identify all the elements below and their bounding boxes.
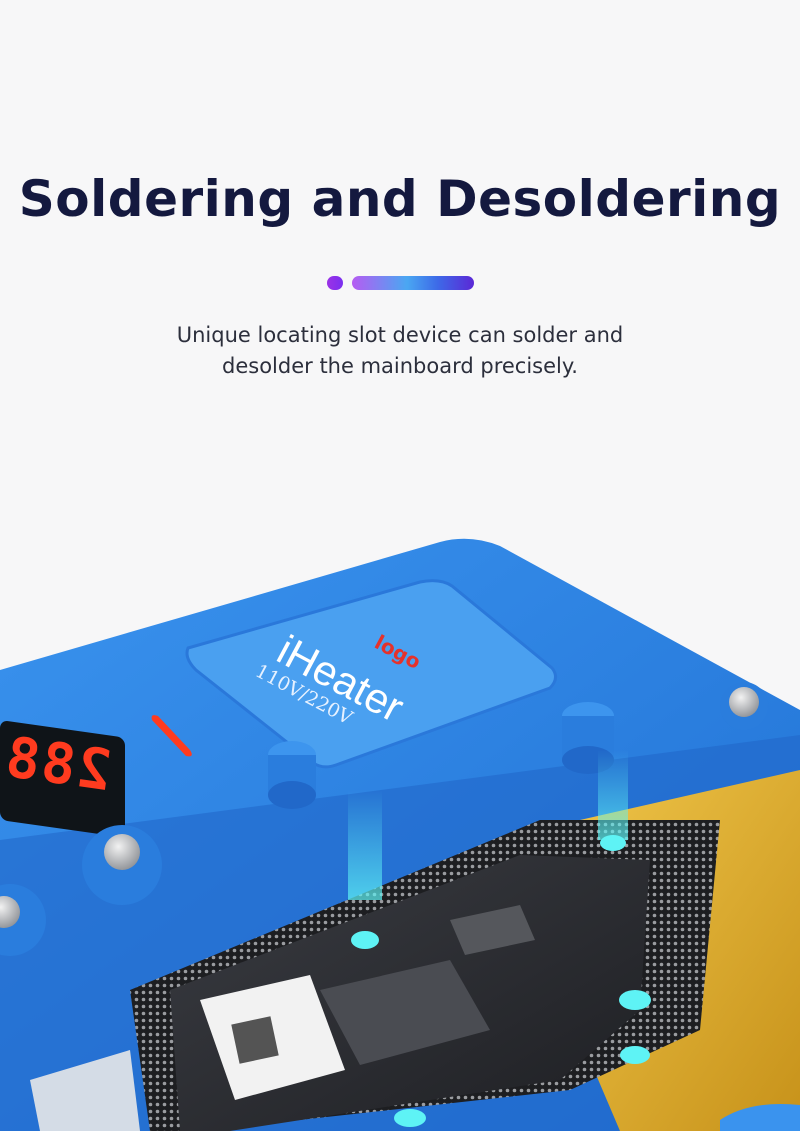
logo-plate: [185, 579, 557, 769]
page-subtitle: Unique locating slot device can solder a…: [100, 320, 700, 382]
page-title: Soldering and Desoldering: [18, 170, 782, 228]
qr-code: [231, 1016, 279, 1064]
subtitle-line-2: desolder the mainboard precisely.: [222, 354, 578, 378]
iheater-fixture-image: [0, 538, 800, 1131]
divider-bar: [352, 276, 474, 290]
product-illustration: logo iHeater 110V/220V 288: [0, 520, 800, 1131]
gradient-divider: [0, 276, 800, 290]
soc-chip: [320, 960, 490, 1065]
heater-indicator-led: [151, 715, 192, 757]
screw-edge: [0, 884, 46, 956]
subtitle-line-1: Unique locating slot device can solder a…: [176, 323, 624, 347]
locating-pin-left: [268, 741, 316, 809]
temperature-display: [0, 721, 125, 837]
screw-right: [720, 682, 768, 730]
screw-left: [82, 825, 162, 905]
cyan-locator-glow: [348, 750, 651, 1127]
divider-dot: [327, 276, 343, 290]
